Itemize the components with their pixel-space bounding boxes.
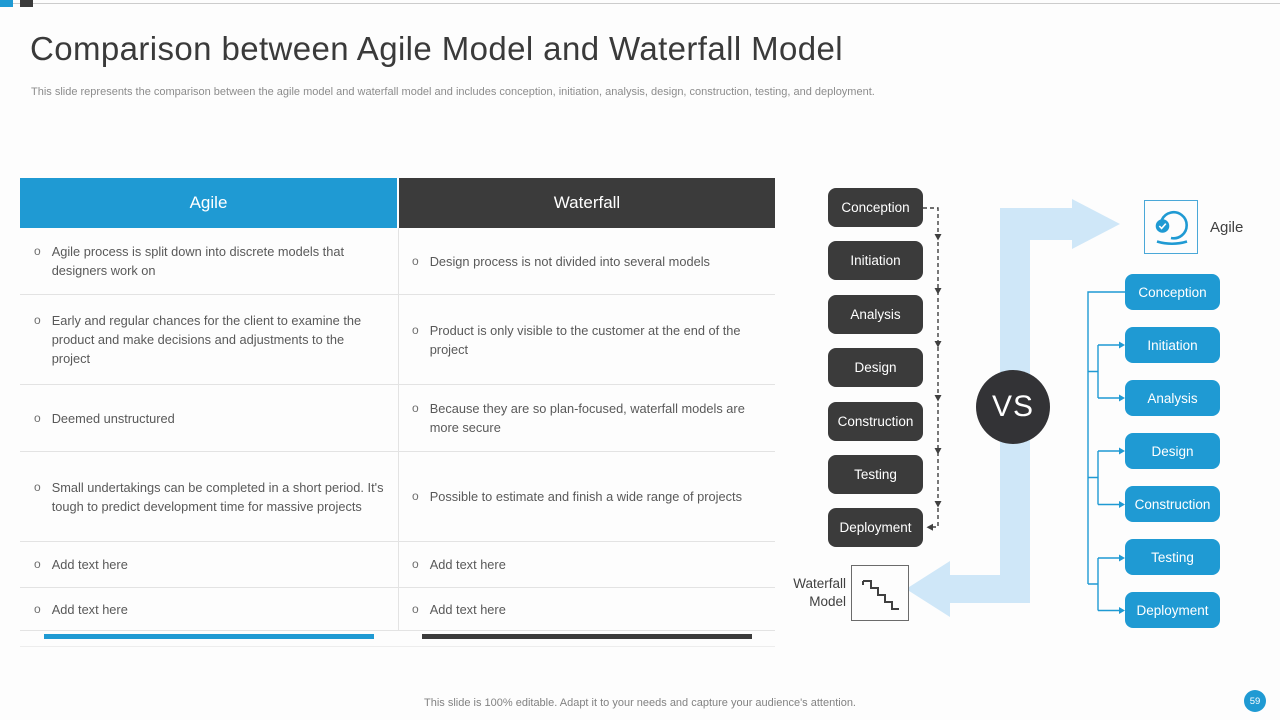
- page-subtitle: This slide represents the comparison bet…: [31, 86, 875, 98]
- cell-text: Agile process is split down into discret…: [51, 244, 345, 278]
- waterfall-stage-initiation: Initiation: [828, 241, 923, 280]
- agile-stage-conception: Conception: [1125, 274, 1220, 310]
- waterfall-stage-construction: Construction: [828, 402, 923, 441]
- table-cell-agile: o Small undertakings can be completed in …: [20, 452, 399, 541]
- bullet-marker: o: [34, 410, 41, 425]
- cell-text: Deemed unstructured: [51, 410, 175, 426]
- cell-text: Add text here: [429, 601, 506, 617]
- cell-text: Add text here: [51, 601, 128, 617]
- page-title: Comparison between Agile Model and Water…: [30, 30, 844, 67]
- bullet-marker: o: [412, 322, 419, 337]
- waterfall-stage-design: Design: [828, 348, 923, 387]
- table-cell-waterfall: o Design process is not divided into seve…: [399, 228, 775, 294]
- waterfall-stage-conception: Conception: [828, 188, 923, 227]
- table-row: o Small undertakings can be completed in …: [20, 452, 775, 542]
- bullet-marker: o: [412, 401, 419, 415]
- table-row: o Add text here o Add text here: [20, 542, 775, 588]
- waterfall-stage-deployment: Deployment: [828, 508, 923, 547]
- waterfall-accent-bar: [422, 634, 752, 639]
- stairs-waterfall-icon: [852, 580, 908, 624]
- footer-note: This slide is 100% editable. Adapt it to…: [424, 697, 856, 709]
- agile-stage-design: Design: [1125, 433, 1220, 469]
- top-divider-line: [0, 3, 1280, 4]
- table-cell-waterfall: o Product is only visible to the customer…: [399, 295, 775, 384]
- cell-text: Product is only visible to the customer …: [429, 322, 741, 357]
- waterfall-stage-testing: Testing: [828, 455, 923, 494]
- table-cell-agile: o Deemed unstructured: [20, 385, 399, 451]
- table-row: o Early and regular chances for the clien…: [20, 295, 775, 385]
- agile-stage-initiation: Initiation: [1125, 327, 1220, 363]
- bullet-marker: o: [34, 479, 41, 494]
- waterfall-sequence-line: [923, 207, 939, 528]
- cell-text: Possible to estimate and finish a wide r…: [429, 489, 742, 504]
- table-cell-agile: o Agile process is split down into discre…: [20, 228, 399, 294]
- table-cell-waterfall: o Add text here: [399, 542, 775, 587]
- accent-square-blue: [0, 0, 13, 7]
- bullet-marker: o: [34, 313, 41, 327]
- agile-connector-tree: [1087, 291, 1125, 612]
- bullet-marker: o: [412, 253, 419, 268]
- cell-text: Design process is not divided into sever…: [429, 253, 710, 269]
- table-cell-waterfall: o Possible to estimate and finish a wide …: [399, 452, 775, 541]
- cell-text: Add text here: [429, 557, 506, 572]
- agile-stage-deployment: Deployment: [1125, 592, 1220, 628]
- bullet-marker: o: [34, 557, 41, 571]
- table-cell-waterfall: o Because they are so plan-focused, water…: [399, 385, 775, 451]
- comparison-table: Agile Waterfall o Agile process is split …: [20, 178, 775, 647]
- table-cell-agile: o Early and regular chances for the clien…: [20, 295, 399, 384]
- cell-text: Because they are so plan-focused, waterf…: [429, 401, 745, 435]
- cell-text: Add text here: [51, 557, 128, 572]
- agile-stage-testing: Testing: [1125, 539, 1220, 575]
- scrum-sprint-icon: [1145, 210, 1199, 259]
- waterfall-sequence-arrowheads: [926, 234, 942, 531]
- cell-text: Small undertakings can be completed in a…: [51, 479, 384, 514]
- agile-accent-bar: [44, 634, 374, 639]
- table-header-waterfall: Waterfall: [399, 178, 775, 228]
- waterfall-icon-box: [851, 565, 909, 621]
- bullet-marker: o: [412, 601, 419, 616]
- page-number-badge: 59: [1244, 690, 1266, 712]
- cell-text: Early and regular chances for the client…: [51, 313, 362, 366]
- agile-stage-construction: Construction: [1125, 486, 1220, 522]
- table-cell-agile: o Add text here: [20, 588, 399, 630]
- accent-square-dark: [20, 0, 33, 7]
- table-cell-waterfall: o Add text here: [399, 588, 775, 630]
- vs-badge: VS: [976, 370, 1050, 444]
- bullet-marker: o: [34, 601, 41, 616]
- agile-icon-box: [1144, 200, 1198, 254]
- agile-diagram-label: Agile: [1210, 218, 1244, 236]
- table-cell-agile: o Add text here: [20, 542, 399, 587]
- waterfall-diagram-label: Waterfall Model: [793, 576, 846, 609]
- agile-connector-arrowheads: [1119, 341, 1125, 614]
- table-row: o Add text here o Add text here: [20, 588, 775, 631]
- table-header-agile: Agile: [20, 178, 397, 228]
- table-header-row: Agile Waterfall: [20, 178, 775, 228]
- waterfall-stage-analysis: Analysis: [828, 295, 923, 334]
- bullet-marker: o: [34, 244, 41, 258]
- table-row: o Agile process is split down into discre…: [20, 228, 775, 295]
- bullet-marker: o: [412, 489, 419, 503]
- comparison-table-body: o Agile process is split down into discre…: [20, 228, 775, 631]
- table-accent-bar-row: [20, 631, 775, 647]
- agile-stage-analysis: Analysis: [1125, 380, 1220, 416]
- bullet-marker: o: [412, 557, 419, 571]
